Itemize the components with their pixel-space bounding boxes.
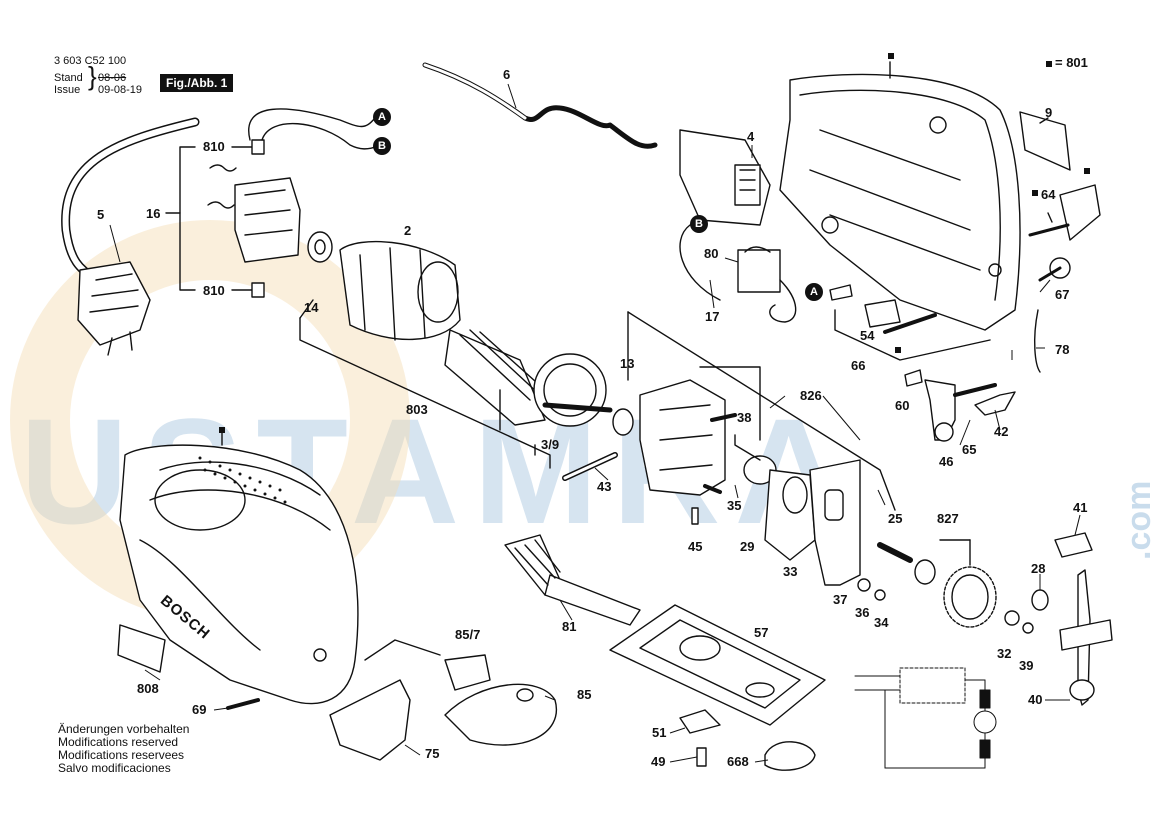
stator (339, 240, 461, 341)
connector-b: B (373, 137, 391, 155)
part-label: 39 (1019, 658, 1034, 673)
stand-label: Stand (54, 72, 83, 84)
part-label: 13 (620, 356, 635, 371)
part-label: 810 (203, 139, 225, 154)
legend-text: = 801 (1055, 55, 1088, 70)
part-label: 810 (203, 283, 225, 298)
part-label: 80 (704, 246, 719, 261)
grip-dots (198, 456, 287, 504)
stand-date: 08-06 (98, 72, 127, 84)
armature (444, 329, 613, 427)
part-label: 46 (939, 454, 954, 469)
shield (444, 683, 558, 746)
part-label: 60 (895, 398, 910, 413)
circuit-schematic (854, 667, 997, 769)
connector-a: A (373, 108, 391, 126)
part-label: 4 (747, 129, 755, 144)
square-marker-icon (1032, 190, 1038, 196)
part-label: 29 (740, 539, 755, 554)
part-label: 3/9 (541, 437, 560, 452)
part-label: 85 (577, 687, 592, 702)
part-label: 808 (137, 681, 159, 696)
part-label: 64 (1041, 187, 1056, 202)
part-label: 25 (888, 511, 903, 526)
part-label: 36 (855, 605, 870, 620)
square-marker-icon (1046, 60, 1052, 67)
switch-block (207, 164, 301, 263)
part-label: 9 (1045, 105, 1053, 120)
part-label: 54 (860, 328, 875, 343)
part-label: 35 (727, 498, 742, 513)
note-de: Änderungen vorbehalten (58, 722, 190, 736)
square-marker-icon (895, 347, 901, 353)
part-label: 16 (146, 206, 161, 221)
part-label: 34 (874, 615, 889, 630)
part-number: 3 603 C52 100 (54, 55, 127, 67)
part-label: 32 (997, 646, 1012, 661)
square-marker-icon (888, 53, 894, 59)
part-label: 6 (503, 67, 511, 82)
speed-switch (679, 129, 771, 226)
part-label: 75 (425, 746, 440, 761)
part-label: 14 (304, 300, 319, 315)
part-label: 33 (783, 564, 798, 579)
housing-half (779, 61, 1021, 331)
part-label: 57 (754, 625, 769, 640)
part-label: 827 (937, 511, 959, 526)
base-plate (609, 604, 826, 726)
part-label: 41 (1073, 500, 1088, 515)
part-label: 49 (651, 754, 666, 769)
note-es: Salvo modificaciones (58, 761, 171, 775)
note-fr: Modifications reservees (58, 748, 185, 762)
part-label: 826 (800, 388, 822, 403)
part-label: 38 (737, 410, 752, 425)
capacitor (737, 249, 781, 293)
part-label: 78 (1055, 342, 1070, 357)
part-label: 81 (562, 619, 577, 634)
connector-a: A (805, 283, 823, 301)
part-label: 28 (1031, 561, 1046, 576)
plug (77, 261, 151, 356)
figure-label: Fig./Abb. 1 (160, 74, 234, 92)
part-label: 66 (851, 358, 866, 373)
part-label: 803 (406, 402, 428, 417)
square-marker-icon (1084, 168, 1090, 174)
connector-b: B (690, 215, 708, 233)
part-label: 5 (97, 207, 105, 222)
dust-flap (1019, 111, 1071, 171)
part-label: 42 (994, 424, 1009, 439)
modification-notes: Änderungen vorbehalten Modifications res… (58, 723, 189, 775)
part-label: 67 (1055, 287, 1070, 302)
issue-label: Issue (54, 84, 81, 96)
drive-gear (914, 539, 997, 628)
brace: } (88, 61, 97, 91)
part-label: 2 (404, 223, 412, 238)
part-label: 668 (727, 754, 749, 769)
main-housing (119, 431, 359, 705)
note-en: Modifications reserved (58, 735, 179, 749)
part-label: 17 (705, 309, 720, 324)
square-marker-icon (219, 427, 225, 433)
part-label: 45 (688, 539, 703, 554)
part-label: 51 (652, 725, 667, 740)
part-label: 65 (962, 442, 977, 457)
issue-date: 09-08-19 (98, 84, 143, 96)
part-label: 40 (1028, 692, 1043, 707)
legend: = 801 (1046, 55, 1088, 70)
guard (329, 679, 411, 761)
part-label: 69 (192, 702, 207, 717)
part-label: 85/7 (455, 627, 481, 642)
part-label: 37 (833, 592, 848, 607)
part-label: 43 (597, 479, 612, 494)
